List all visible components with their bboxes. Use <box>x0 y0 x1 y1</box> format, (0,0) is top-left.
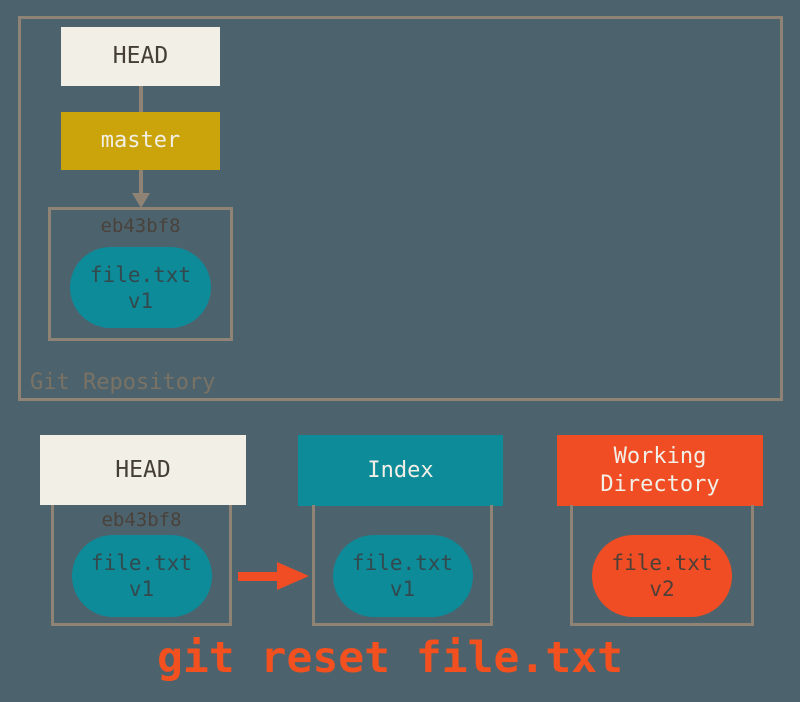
git-repository-label: Git Repository <box>30 370 216 395</box>
file-version: v1 <box>128 577 155 601</box>
reset-arrow-shaft <box>238 572 278 581</box>
index-label: Index <box>367 457 434 483</box>
working-directory-label: Working Directory <box>600 444 720 497</box>
working-directory-tree-box: file.txt v2 <box>570 505 754 626</box>
bottom-commit-hash: eb43bf8 <box>101 509 182 531</box>
file-version: v1 <box>127 288 154 313</box>
file-blob: file.txt v1 <box>70 247 211 328</box>
command-caption: git reset file.txt <box>157 633 623 683</box>
file-name: file.txt <box>90 551 193 575</box>
bottom-head-tree-box: eb43bf8 file.txt v1 <box>51 505 232 626</box>
commit-hash: eb43bf8 <box>100 215 181 237</box>
file-name: file.txt <box>89 262 192 287</box>
master-to-commit-connector <box>139 170 143 194</box>
head-file-blob: file.txt v1 <box>71 535 212 617</box>
working-file-blob: file.txt v2 <box>592 535 732 617</box>
git-repository-box <box>18 16 783 401</box>
file-name: file.txt <box>611 551 713 575</box>
master-branch-box: master <box>61 112 220 170</box>
right-arrow-icon <box>277 562 309 590</box>
master-branch-label: master <box>100 128 181 154</box>
head-label: HEAD <box>112 43 169 70</box>
index-tree-box: file.txt v1 <box>312 505 493 626</box>
file-name: file.txt <box>351 551 454 575</box>
commit-box: eb43bf8 file.txt v1 <box>48 207 233 341</box>
down-arrow-icon <box>132 193 150 208</box>
index-file-blob: file.txt v1 <box>332 535 473 617</box>
index-header-box: Index <box>298 435 503 506</box>
bottom-head-box: HEAD <box>40 435 246 505</box>
head-box: HEAD <box>61 27 220 86</box>
bottom-head-label: HEAD <box>115 456 171 483</box>
head-to-master-connector <box>139 86 143 112</box>
working-directory-header-box: Working Directory <box>557 435 763 506</box>
file-version: v2 <box>649 577 675 601</box>
file-version: v1 <box>389 577 416 601</box>
